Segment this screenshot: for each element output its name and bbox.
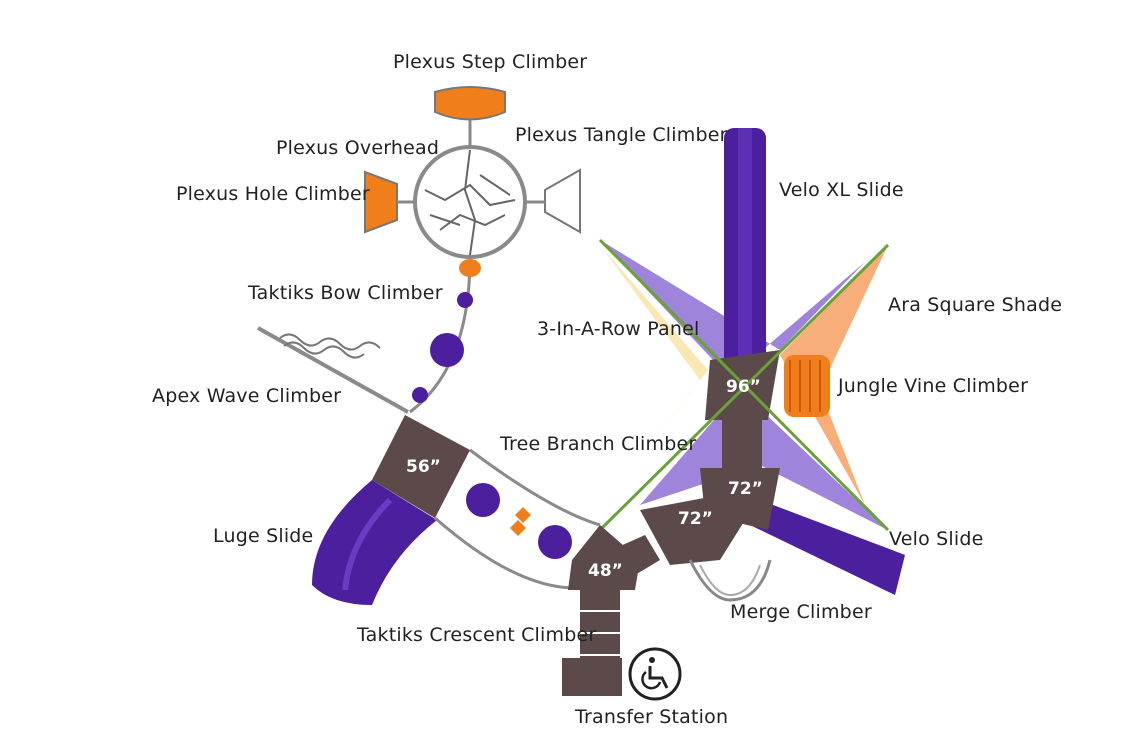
purple-shade-bottom	[640, 390, 888, 530]
jungle-vine-climber	[784, 355, 830, 417]
deck-48-label: 48”	[588, 561, 623, 581]
label-jungle-vine-climber: Jungle Vine Climber	[838, 375, 1029, 397]
label-velo-xl-slide: Velo XL Slide	[779, 179, 904, 201]
velo-xl-slide	[724, 128, 766, 368]
label-tree-branch-climber: Tree Branch Climber	[500, 433, 697, 455]
apex-wave-climber	[257, 326, 409, 414]
label-plexus-tangle-climber: Plexus Tangle Climber	[515, 124, 728, 146]
deck-72-upper-label: 72”	[728, 479, 763, 499]
label-taktiks-crescent-climber: Taktiks Crescent Climber	[357, 624, 597, 646]
label-luge-slide: Luge Slide	[213, 525, 314, 547]
label-apex-wave-climber: Apex Wave Climber	[152, 385, 342, 407]
plexus-tangle-climber	[525, 168, 581, 234]
tree-branch-climber	[434, 448, 601, 590]
deck-56-label: 56”	[406, 457, 441, 477]
deck-96-label: 96”	[726, 377, 761, 397]
merge-climber	[688, 559, 772, 602]
shade-poles	[598, 238, 890, 532]
label-3-in-a-row-panel: 3-In-A-Row Panel	[537, 318, 700, 340]
label-plexus-step-climber: Plexus Step Climber	[393, 51, 588, 73]
plexus-overhead	[413, 145, 527, 259]
velo-slide	[750, 500, 905, 595]
deck-48	[568, 525, 640, 590]
transfer-station	[562, 590, 622, 696]
deck-72-lower	[640, 495, 745, 565]
luge-slide	[312, 480, 437, 605]
plexus-hole-climber	[364, 170, 415, 234]
wheelchair-icon	[628, 647, 682, 701]
label-velo-slide: Velo Slide	[889, 528, 984, 550]
deck-72-lower-label: 72”	[678, 509, 713, 529]
label-transfer-station: Transfer Station	[575, 706, 729, 728]
taktiks-bow-climber	[409, 256, 481, 414]
label-plexus-hole-climber: Plexus Hole Climber	[176, 183, 370, 205]
plexus-step-climber	[434, 86, 506, 147]
label-merge-climber: Merge Climber	[730, 601, 872, 623]
label-taktiks-bow-climber: Taktiks Bow Climber	[248, 282, 443, 304]
deck-56	[372, 415, 470, 518]
label-plexus-overhead: Plexus Overhead	[276, 137, 440, 159]
label-ara-square-shade: Ara Square Shade	[888, 294, 1063, 316]
